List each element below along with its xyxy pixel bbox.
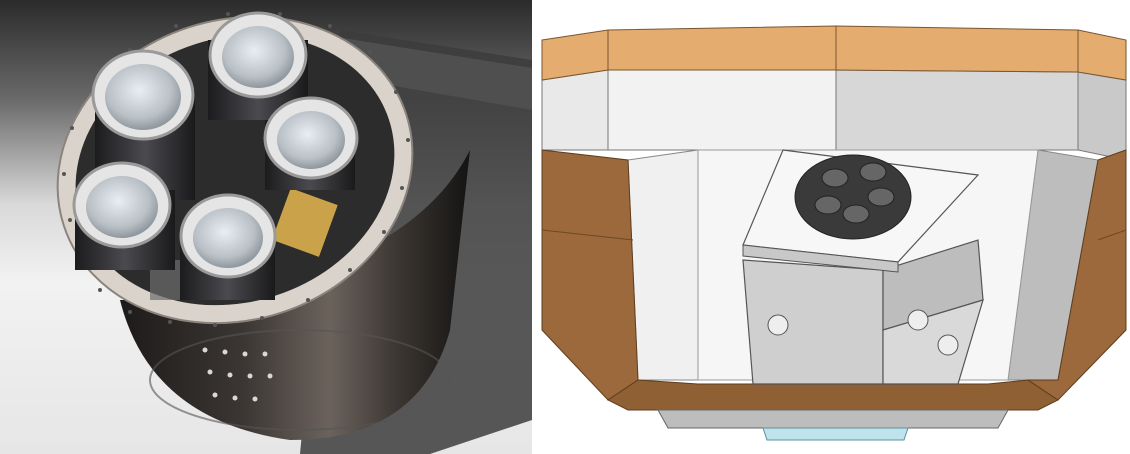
right-render-panel <box>538 0 1130 454</box>
cylinder-seam <box>149 329 451 431</box>
mount-hole <box>767 314 789 336</box>
enclosure-render <box>538 0 1130 454</box>
lens-tube-right <box>263 96 359 190</box>
left-render-panel <box>0 0 532 454</box>
lens-tube-lower-left <box>72 161 175 270</box>
background-shadow-edge <box>330 36 532 110</box>
top-plate-edge <box>742 244 899 273</box>
base-plate <box>762 427 909 441</box>
mount-frame-front <box>742 259 884 385</box>
cylindrical-housing-render <box>0 0 532 454</box>
mount-hole <box>907 309 929 331</box>
cylinder-port-holes <box>202 347 273 402</box>
lens-tube-lower-center <box>179 193 277 300</box>
instrument-lens-tubes <box>814 162 895 224</box>
mount-frame-lower-right <box>882 299 984 385</box>
wood-wall-right <box>1026 149 1127 401</box>
circuit-board <box>271 188 338 257</box>
lens-tube-top <box>208 11 308 120</box>
flange-bolt-holes <box>62 12 410 327</box>
back-wall-left <box>607 69 837 151</box>
base-ring <box>657 409 1009 429</box>
back-wall-far-left <box>541 69 609 151</box>
back-wall-right <box>835 69 1079 151</box>
back-wall-far-right <box>1077 71 1127 161</box>
mount-hole <box>937 334 959 356</box>
enclosure-top-rim <box>541 25 1127 81</box>
inner-wall-left <box>627 149 699 381</box>
